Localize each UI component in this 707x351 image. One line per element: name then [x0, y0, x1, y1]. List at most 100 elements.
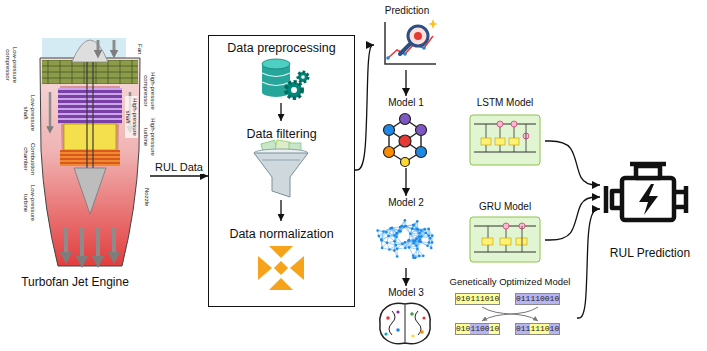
network-link: [409, 248, 413, 256]
network-dot: [396, 247, 399, 250]
node-text: Data filtering: [246, 127, 316, 142]
network-dot: [413, 242, 416, 245]
turbofan-illustration: [40, 58, 140, 266]
network-link: [381, 239, 382, 241]
network-dot: [418, 232, 421, 235]
normalization-icon: [269, 246, 293, 258]
network-link: [412, 228, 413, 229]
brain-icon: [410, 312, 414, 316]
gru-cell-image: [474, 252, 536, 253]
model-box: Model 3: [372, 286, 440, 348]
part-label: High-pressure shaft: [125, 96, 138, 138]
network-dot: [408, 246, 411, 249]
lstm-cell-image: [474, 152, 536, 153]
turbofan-illustration: [58, 88, 122, 124]
prediction-icon-box: Prediction: [374, 4, 440, 70]
network-dot: [394, 244, 397, 247]
network-dot: [415, 237, 418, 240]
network-link: [396, 233, 397, 234]
part-label: Combustion chamber: [23, 138, 36, 180]
network-dot: [393, 240, 396, 243]
network-dot: [419, 238, 422, 241]
network-link: [408, 240, 409, 241]
part-label: Low-pressure compressor: [5, 44, 18, 86]
engine-icon: [606, 164, 686, 220]
database-gear-icon: [262, 59, 290, 69]
network-dot: [428, 241, 431, 244]
network-dot: [404, 241, 407, 244]
model-image-box: LSTM Model: [465, 96, 545, 168]
neural-network-icon: [384, 125, 395, 136]
gru-cell-image: [516, 238, 527, 245]
engine-icon: [604, 186, 609, 213]
brain-icon: [396, 310, 399, 313]
gru-cell-image: [482, 238, 493, 245]
flow-connector: [405, 168, 406, 196]
network-link: [412, 221, 417, 228]
network-dot: [376, 229, 379, 232]
prediction-icon: [408, 26, 428, 46]
network-dot: [429, 237, 432, 240]
filter-funnel-icon: [254, 140, 308, 197]
prediction-icon: [400, 44, 410, 54]
part-label: Low-pressure shaft: [23, 92, 36, 134]
node-text: RUL Prediction: [610, 246, 690, 260]
turbofan-illustration: [112, 228, 116, 258]
neural-network-icon: [384, 147, 395, 158]
database-gear-icon: [301, 75, 305, 79]
network-dot: [378, 235, 381, 238]
gru-cell-image: [470, 217, 540, 262]
network-dot: [404, 247, 407, 250]
database-gear-icon: [262, 73, 290, 86]
turbofan-illustration: [49, 92, 52, 130]
lstm-cell-image: [495, 138, 505, 145]
network-dot: [380, 239, 383, 242]
network-dot: [431, 241, 434, 244]
normalization-icon: [290, 256, 304, 280]
preprocessing-box: Data preprocessingData filteringData nor…: [208, 35, 355, 307]
database-gear-icon: [298, 72, 308, 82]
turbofan-illustration: [64, 228, 68, 258]
network-dot: [388, 248, 391, 251]
part-label: High-pressure compressor: [143, 70, 156, 112]
brain-icon: [384, 332, 387, 335]
node-text: Prediction: [385, 5, 429, 17]
turbofan-illustration: [97, 40, 100, 54]
turbofan-illustration: [64, 124, 116, 150]
brain-icon: [396, 328, 400, 332]
deep-network-icon: [376, 219, 433, 259]
network-dot: [416, 220, 419, 223]
prediction-icon: [385, 19, 438, 64]
filter-funnel-icon: [254, 153, 308, 197]
turbofan-illustration: [80, 228, 84, 262]
neural-network-icon: [416, 125, 427, 136]
database-gear-icon: [286, 82, 302, 98]
engine-icon: [630, 162, 666, 167]
network-dot: [415, 228, 418, 231]
database-gear-icon: [291, 87, 297, 93]
database-gear-icon: [262, 59, 308, 98]
node-text: Model 2: [388, 197, 424, 209]
lstm-cell-image: [470, 115, 540, 165]
part-label: High-pressure turbine: [143, 116, 156, 158]
gru-cell-image: [500, 238, 511, 245]
network-dot: [415, 244, 418, 247]
network-dot: [412, 254, 415, 257]
lstm-cell-image: [497, 121, 503, 127]
turbofan-illustration: [42, 60, 138, 84]
turbofan-illustration: [40, 38, 140, 266]
model-image-box: GRU Model: [465, 200, 545, 266]
network-dot: [425, 232, 428, 235]
network-dot: [408, 239, 411, 242]
brain-icon: [420, 330, 424, 334]
flow-connector: [545, 197, 600, 240]
gru-cell-image: [522, 226, 523, 252]
network-dot: [398, 230, 401, 233]
network-dot: [409, 232, 412, 235]
engine-icon: [636, 166, 660, 178]
node-text: GRU Model: [479, 201, 531, 213]
network-link: [413, 224, 415, 225]
engine-icon: [612, 191, 622, 208]
chromosome-string: 010111010: [456, 294, 499, 304]
